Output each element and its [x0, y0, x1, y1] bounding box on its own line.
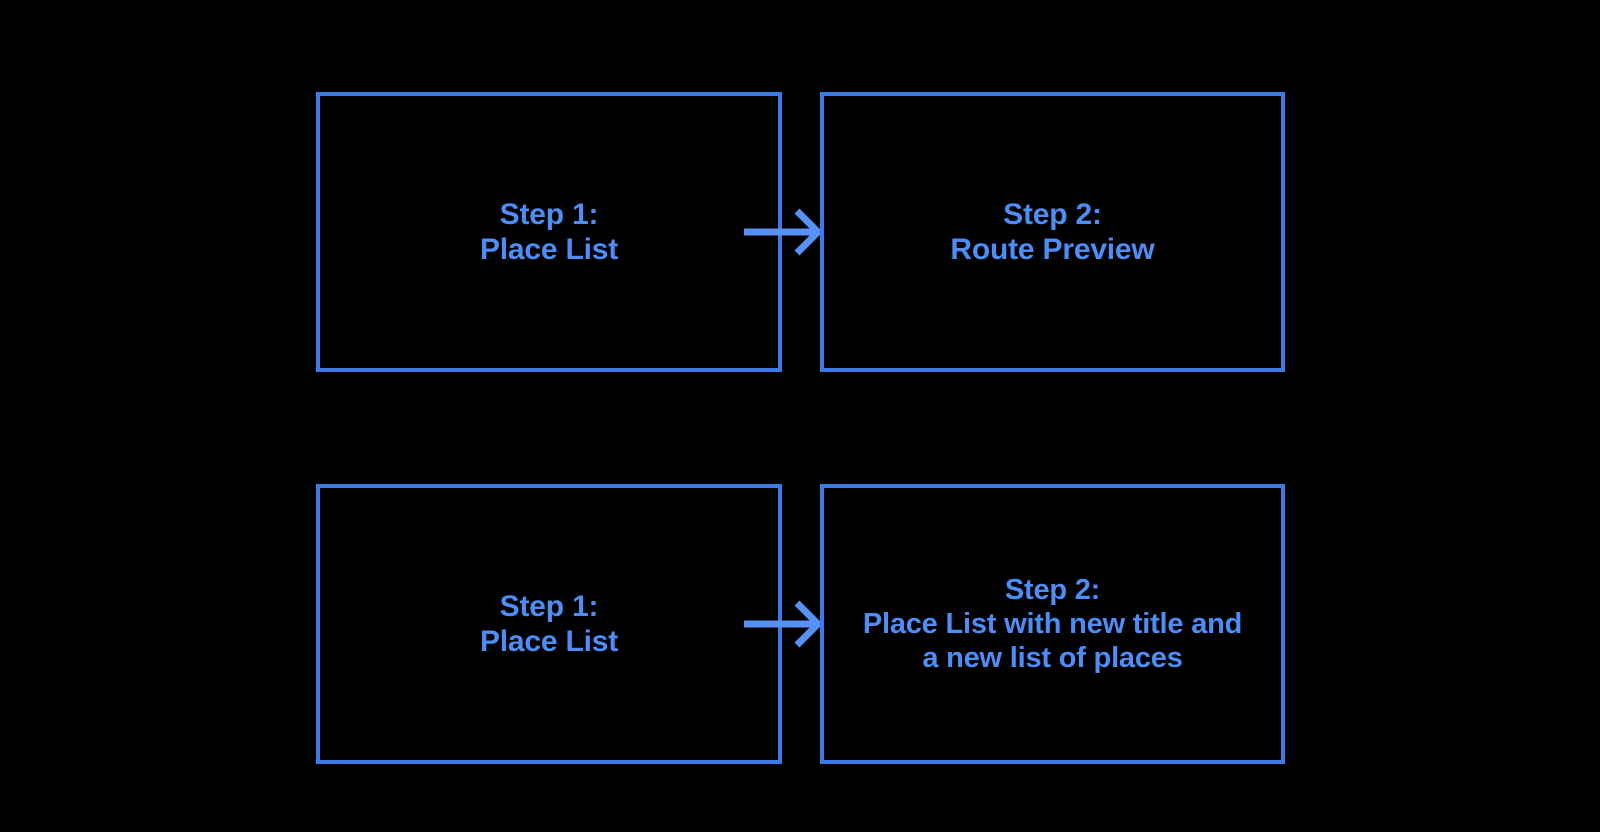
flow-box-label: Step 2: Route Preview	[950, 197, 1155, 266]
flow-box-row2-step1[interactable]: Step 1: Place List	[316, 484, 782, 764]
flow-box-row1-step2[interactable]: Step 2: Route Preview	[820, 92, 1285, 372]
flow-box-row2-step2[interactable]: Step 2: Place List with new title and a …	[820, 484, 1285, 764]
flow-box-row1-step1[interactable]: Step 1: Place List	[316, 92, 782, 372]
arrow-head-icon	[794, 208, 823, 256]
flow-box-label: Step 2: Place List with new title and a …	[862, 573, 1243, 675]
arrow-head-icon	[794, 600, 823, 648]
flow-box-label: Step 1: Place List	[479, 589, 619, 658]
flow-box-label: Step 1: Place List	[479, 197, 619, 266]
